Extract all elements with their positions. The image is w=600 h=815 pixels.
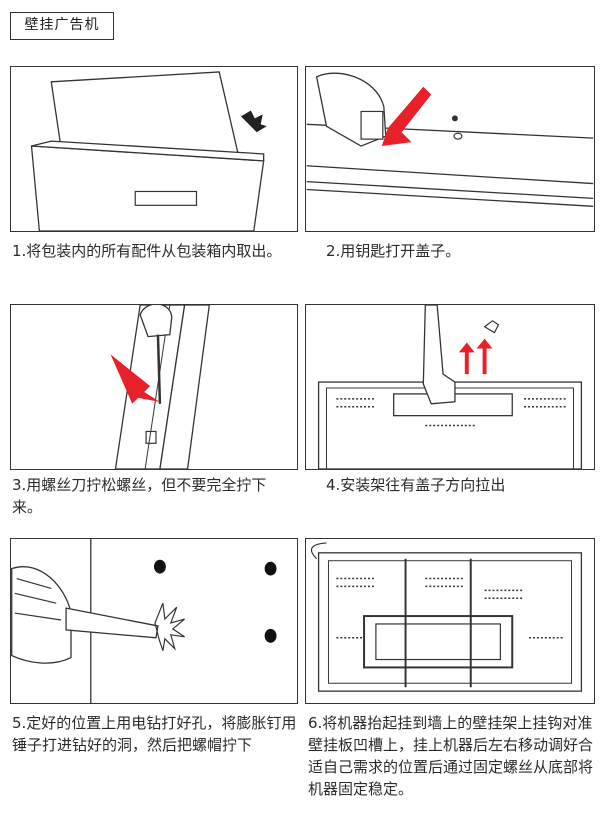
screw-icon <box>145 430 157 444</box>
key-icon <box>360 110 384 140</box>
hand-icon <box>422 305 456 405</box>
drill-drawing <box>11 539 277 703</box>
unpack-box-drawing <box>30 71 267 231</box>
keyhole-icon <box>451 115 458 122</box>
page-title: 壁挂广告机 <box>10 12 114 40</box>
key-icon <box>483 320 500 334</box>
box-label <box>134 190 198 206</box>
pull-bracket-drawing <box>317 305 583 469</box>
hang-display-drawing <box>310 542 583 692</box>
step-6-caption: 6.将机器抬起挂到墙上的壁挂架上挂钩对准壁挂板凹槽上，挂上机器后左右移动调好合适… <box>308 714 594 798</box>
drill-icon <box>11 566 72 664</box>
drill-hole-2 <box>264 561 277 576</box>
hand-icon <box>139 305 173 338</box>
screwdriver-drawing <box>110 305 210 469</box>
drill-hole-3 <box>264 628 277 643</box>
red-arrow-icon <box>110 354 160 404</box>
hand-icon <box>240 110 267 133</box>
cable-icon <box>310 542 327 560</box>
step-1-caption: 1.将包装内的所有配件从包装箱内取出。 <box>12 242 282 260</box>
step-1-illustration <box>10 66 298 232</box>
step-3-caption: 3.用螺丝刀拧松螺丝，但不要完全拧下来。 <box>12 476 267 516</box>
unlock-drawing <box>306 72 594 207</box>
red-arrow-icon <box>381 86 432 147</box>
screwdriver-icon <box>156 334 162 404</box>
step-2-illustration <box>305 66 595 232</box>
step-4-illustration <box>305 304 595 470</box>
step-4-caption: 4.安装架往有盖子方向拉出 <box>326 476 506 494</box>
step-3-illustration <box>10 304 298 470</box>
red-arrow-icon <box>458 342 475 375</box>
mount-rail <box>114 305 186 469</box>
step-5-caption: 5.定好的位置上用电钻打好孔，将膨胀钉用锤子打进钻好的洞，然后把螺帽拧下 <box>12 714 297 754</box>
spark-icon <box>154 602 186 651</box>
red-arrow-icon-2 <box>476 338 493 375</box>
drill-hole-1 <box>154 559 166 574</box>
step-5-illustration <box>10 538 298 704</box>
step-6-illustration <box>305 538 595 704</box>
wall-plate <box>363 615 514 669</box>
step-2-caption: 2.用钥匙打开盖子。 <box>326 242 461 260</box>
